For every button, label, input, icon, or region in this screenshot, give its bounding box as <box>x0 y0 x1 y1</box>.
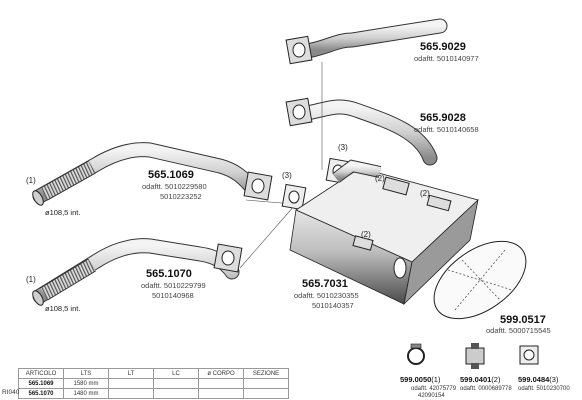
part-code-565-9028: 565.9028 <box>420 112 466 124</box>
callout-2-b: (2) <box>420 189 430 198</box>
part-ref-565-7031: odaftt. 5010230355 <box>294 291 359 300</box>
accessory-ref: odaftt. 42075779 <box>411 386 457 392</box>
table-cell <box>108 388 154 399</box>
gasket-icon <box>519 345 539 365</box>
part-code-565-1069: 565.1069 <box>148 169 194 181</box>
table-cell <box>108 378 154 389</box>
accessory-ref: odaftt. 5010230700 <box>518 386 570 392</box>
gasket-upper <box>281 183 307 211</box>
diameter-lower: ø108,5 int. <box>45 304 81 313</box>
part-code-565-1070: 565.1070 <box>146 268 192 280</box>
accessory-note: (3) <box>549 375 559 384</box>
table-row: 565.1070 1480 mm <box>18 388 289 399</box>
part-ref-599-0517: odaftt. 5000715545 <box>486 326 551 335</box>
accessory-599-0484: 599.0484(3) <box>518 376 558 384</box>
part-ref-565-1070: odaftt. 5010229799 <box>141 281 206 290</box>
part-code-599-0517: 599.0517 <box>500 314 546 326</box>
table-header-row: ARTICOLO LTS LT LC ø CORPO SEZIONE <box>18 368 289 379</box>
pipe-565-9028 <box>285 97 438 166</box>
table-cell: 565.1070 <box>18 388 64 399</box>
rubber-mount-icon <box>465 343 485 369</box>
clamp-icon <box>407 343 425 365</box>
table-cell <box>243 378 289 389</box>
table-header: LC <box>153 368 199 379</box>
part-code-565-7031: 565.7031 <box>302 278 348 290</box>
pipe-565-1070 <box>32 238 243 306</box>
part-ref-565-1069: odaftt. 5010229580 <box>142 182 207 191</box>
side-code: RI040 <box>2 389 20 396</box>
accessory-note: (1) <box>431 375 441 384</box>
part-ref-565-9029: odaftt. 5010140977 <box>414 54 479 63</box>
table-header: ø CORPO <box>198 368 244 379</box>
accessory-code: 599.0484 <box>518 375 550 384</box>
table-cell <box>198 378 244 389</box>
table-cell <box>153 388 199 399</box>
table-cell: 565.1069 <box>18 378 64 389</box>
table-cell: 1480 mm <box>63 388 109 399</box>
callout-3-a: (3) <box>338 143 348 152</box>
pipe-565-9029 <box>285 18 448 65</box>
table-header: SEZIONE <box>243 368 289 379</box>
tail-pipe <box>332 159 382 183</box>
callout-3-b: (3) <box>282 171 292 180</box>
accessory-ref2: 42090154 <box>418 393 445 399</box>
table-cell: 1580 mm <box>63 378 109 389</box>
part-ref2-565-1070: 5010140968 <box>152 291 194 300</box>
table-cell <box>198 388 244 399</box>
silencer-565-7031 <box>289 167 479 306</box>
table-cell <box>243 388 289 399</box>
callout-1-upper: (1) <box>26 176 36 185</box>
part-ref-565-9028: odaftt. 5010140658 <box>414 125 479 134</box>
diameter-upper: ø108,5 int. <box>45 208 81 217</box>
accessory-ref: odaftt. 0000689778 <box>460 386 512 392</box>
callout-1-lower: (1) <box>26 275 36 284</box>
part-ref2-565-1069: 5010223252 <box>160 192 202 201</box>
part-code-565-9029: 565.9029 <box>420 41 466 53</box>
table-cell <box>153 378 199 389</box>
table-header: LTS <box>63 368 109 379</box>
pipe-565-1069 <box>32 142 273 206</box>
heat-shield-599-0517 <box>433 240 527 320</box>
table-header: LT <box>108 368 154 379</box>
table-header: ARTICOLO <box>18 368 64 379</box>
table-row: 565.1069 1580 mm <box>18 378 289 389</box>
accessory-599-0050: 599.0050(1) <box>400 376 440 384</box>
accessory-code: 599.0401 <box>460 375 492 384</box>
callout-2-a: (2) <box>375 174 385 183</box>
accessory-note: (2) <box>491 375 501 384</box>
part-ref2-565-7031: 5010140357 <box>312 301 354 310</box>
accessory-599-0401: 599.0401(2) <box>460 376 500 384</box>
article-table: ARTICOLO LTS LT LC ø CORPO SEZIONE 565.1… <box>18 368 289 399</box>
accessory-code: 599.0050 <box>400 375 432 384</box>
callout-2-c: (2) <box>361 230 371 239</box>
